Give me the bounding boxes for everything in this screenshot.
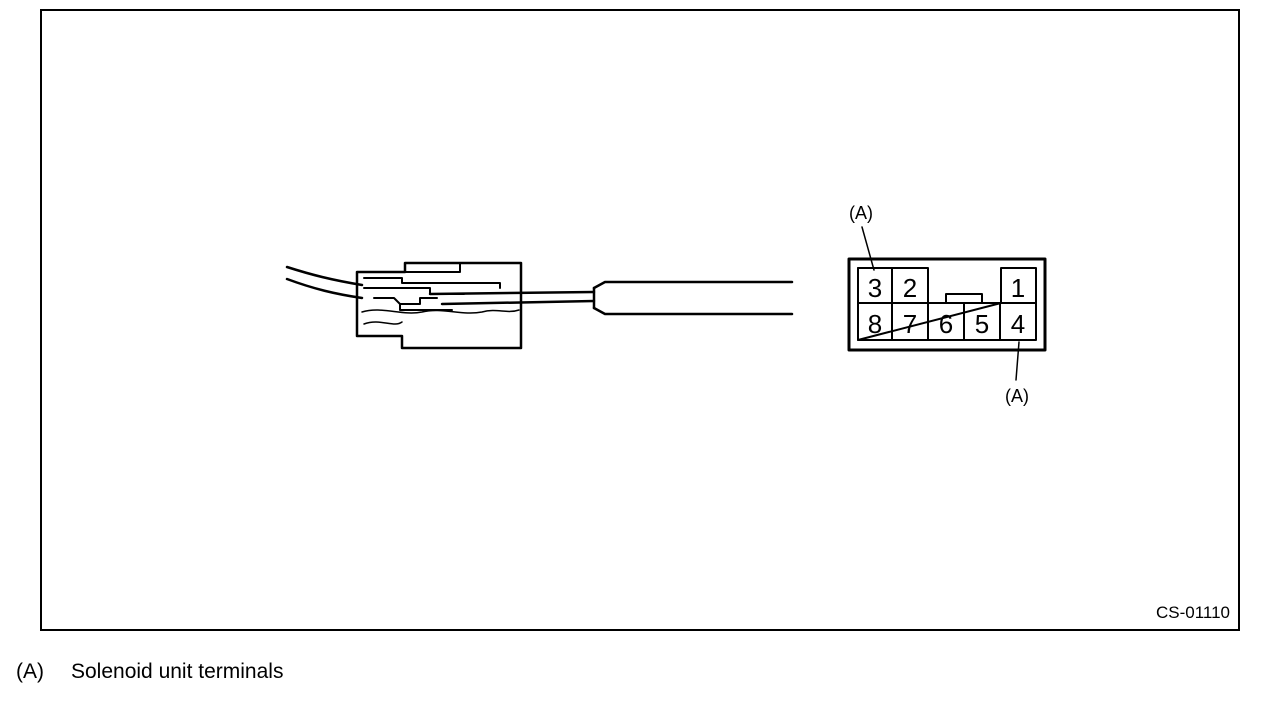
callout-label-top: (A) xyxy=(849,203,873,223)
terminal-5-label: 5 xyxy=(975,309,989,339)
terminal-4-label: 4 xyxy=(1011,309,1025,339)
legend-text: Solenoid unit terminals xyxy=(71,660,284,683)
terminal-1-label: 1 xyxy=(1011,273,1025,303)
figure-frame: 3 2 1 8 7 6 5 4 (A) (A) CS-01110 xyxy=(40,9,1240,631)
figure-code: CS-01110 xyxy=(1155,603,1230,622)
legend-ref: (A) xyxy=(16,660,44,683)
terminal-6-label: 6 xyxy=(939,309,953,339)
tester-probe xyxy=(428,280,794,316)
legend-item: (A) Solenoid unit terminals xyxy=(16,660,283,684)
terminal-3-label: 3 xyxy=(868,273,882,303)
harness-wires xyxy=(285,265,364,300)
callout-label-bottom: (A) xyxy=(1005,386,1029,406)
terminal-face xyxy=(847,257,1047,352)
connector-housing xyxy=(355,261,523,350)
terminal-7-label: 7 xyxy=(903,309,917,339)
callout-leader-bottom xyxy=(1015,341,1020,381)
connector-diagram: 3 2 1 8 7 6 5 4 (A) (A) xyxy=(285,203,1047,406)
callout-leader-top xyxy=(861,226,875,271)
terminal-2-label: 2 xyxy=(903,273,917,303)
terminal-8-label: 8 xyxy=(868,309,882,339)
